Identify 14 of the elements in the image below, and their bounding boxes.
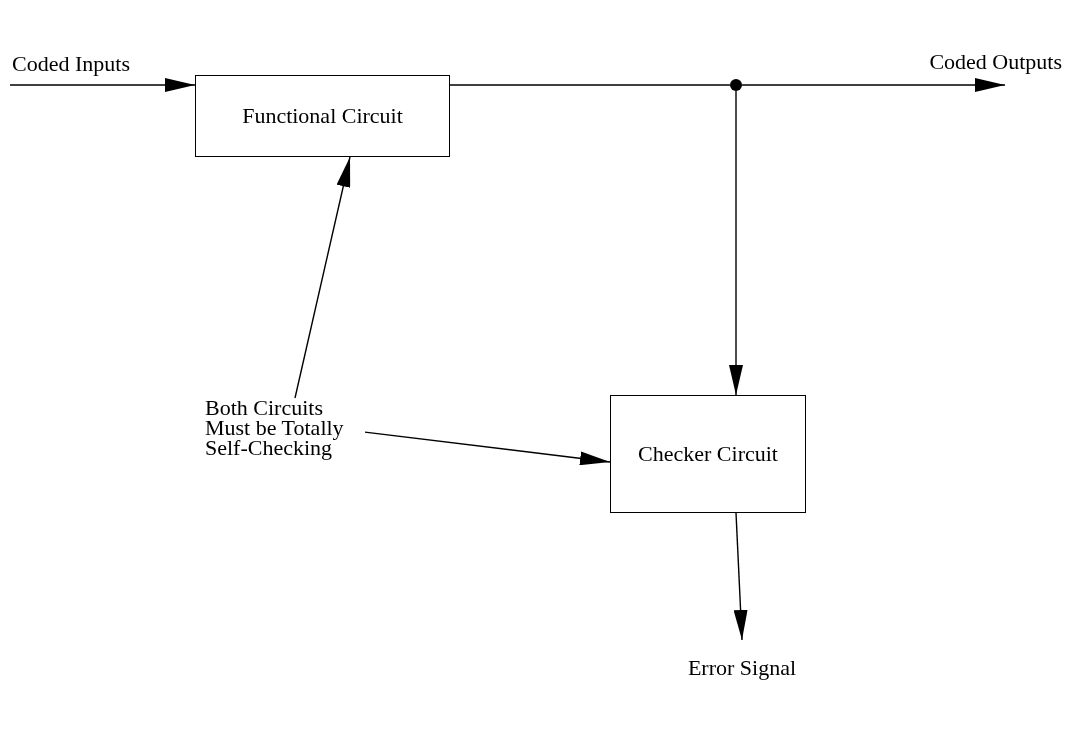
arrow [9,78,196,92]
junction-dot [730,79,742,91]
arrow [364,431,611,466]
note-text: Both Circuits Must be Totally Self-Checking [205,398,345,458]
arrow [741,78,1006,92]
circuit-box: Functional Circuit [195,75,450,157]
edge-label: Coded Inputs [12,52,130,76]
edge-label: Error Signal [687,656,797,680]
arrow [733,512,748,641]
edge-label: Coded Outputs [929,50,1062,74]
arrow [294,156,351,399]
arrow [729,90,743,396]
connector-line [449,84,731,86]
circuit-box: Checker Circuit [610,395,806,513]
